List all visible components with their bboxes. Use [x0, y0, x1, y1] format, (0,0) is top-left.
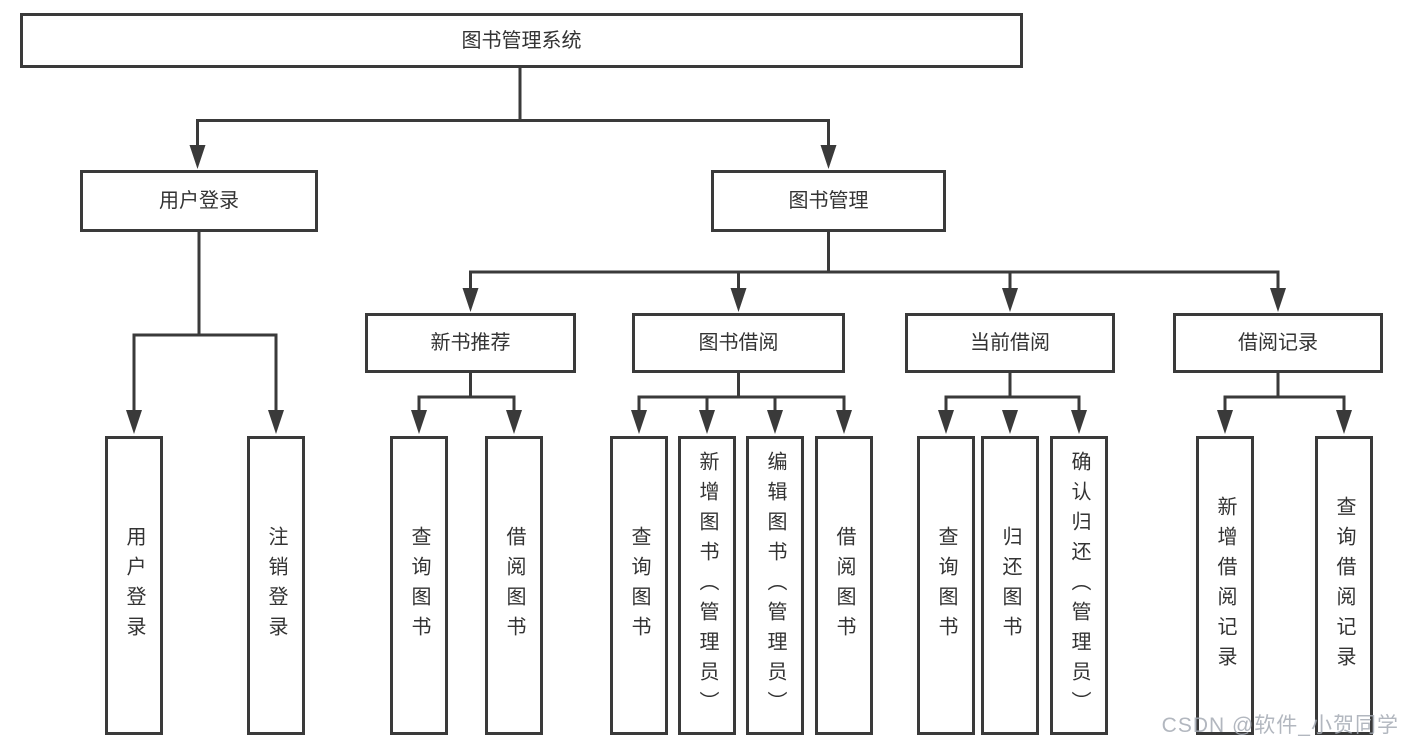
arrow-down-icon — [938, 410, 954, 434]
node-leaf-add-book-admin: 新增图书（管理员） — [678, 436, 736, 735]
arrow-down-icon — [730, 288, 747, 312]
arrow-down-icon — [699, 410, 715, 434]
arrow-down-icon — [189, 145, 206, 169]
arrow-down-icon — [506, 410, 522, 434]
node-leaf-user-login: 用户登录 — [105, 436, 163, 735]
arrow-down-icon — [820, 145, 837, 169]
arrow-down-icon — [1071, 410, 1087, 434]
arrow-down-icon — [1002, 410, 1018, 434]
arrow-down-icon — [268, 410, 284, 434]
node-system: 图书管理系统 — [20, 13, 1023, 68]
arrow-down-icon — [767, 410, 783, 434]
node-borrow-records: 借阅记录 — [1173, 313, 1383, 373]
arrow-down-icon — [1002, 288, 1018, 312]
node-leaf-query-borrow-record: 查询借阅记录 — [1315, 436, 1373, 735]
node-leaf-return-book: 归还图书 — [981, 436, 1039, 735]
node-leaf-query-book-2: 查询图书 — [610, 436, 668, 735]
node-book-borrow: 图书借阅 — [632, 313, 845, 373]
node-user-login: 用户登录 — [80, 170, 318, 232]
arrow-down-icon — [631, 410, 647, 434]
arrow-down-icon — [1217, 410, 1233, 434]
arrow-down-icon — [1270, 288, 1286, 312]
node-leaf-logout: 注销登录 — [247, 436, 305, 735]
arrow-down-icon — [836, 410, 852, 434]
node-leaf-confirm-return-admin: 确认归还（管理员） — [1050, 436, 1108, 735]
node-leaf-query-book-1: 查询图书 — [390, 436, 448, 735]
node-leaf-borrow-book-1: 借阅图书 — [485, 436, 543, 735]
node-leaf-edit-book-admin: 编辑图书（管理员） — [746, 436, 804, 735]
arrow-down-icon — [1336, 410, 1352, 434]
node-book-management: 图书管理 — [711, 170, 946, 232]
csdn-watermark: CSDN @软件_小贺同学 — [1161, 714, 1399, 737]
arrow-down-icon — [462, 288, 479, 312]
arrow-down-icon — [411, 410, 427, 434]
node-current-borrow: 当前借阅 — [905, 313, 1115, 373]
node-leaf-borrow-book-2: 借阅图书 — [815, 436, 873, 735]
node-new-book-recommend: 新书推荐 — [365, 313, 576, 373]
arrow-down-icon — [126, 410, 142, 434]
node-leaf-query-book-3: 查询图书 — [917, 436, 975, 735]
node-leaf-add-borrow-record: 新增借阅记录 — [1196, 436, 1254, 735]
